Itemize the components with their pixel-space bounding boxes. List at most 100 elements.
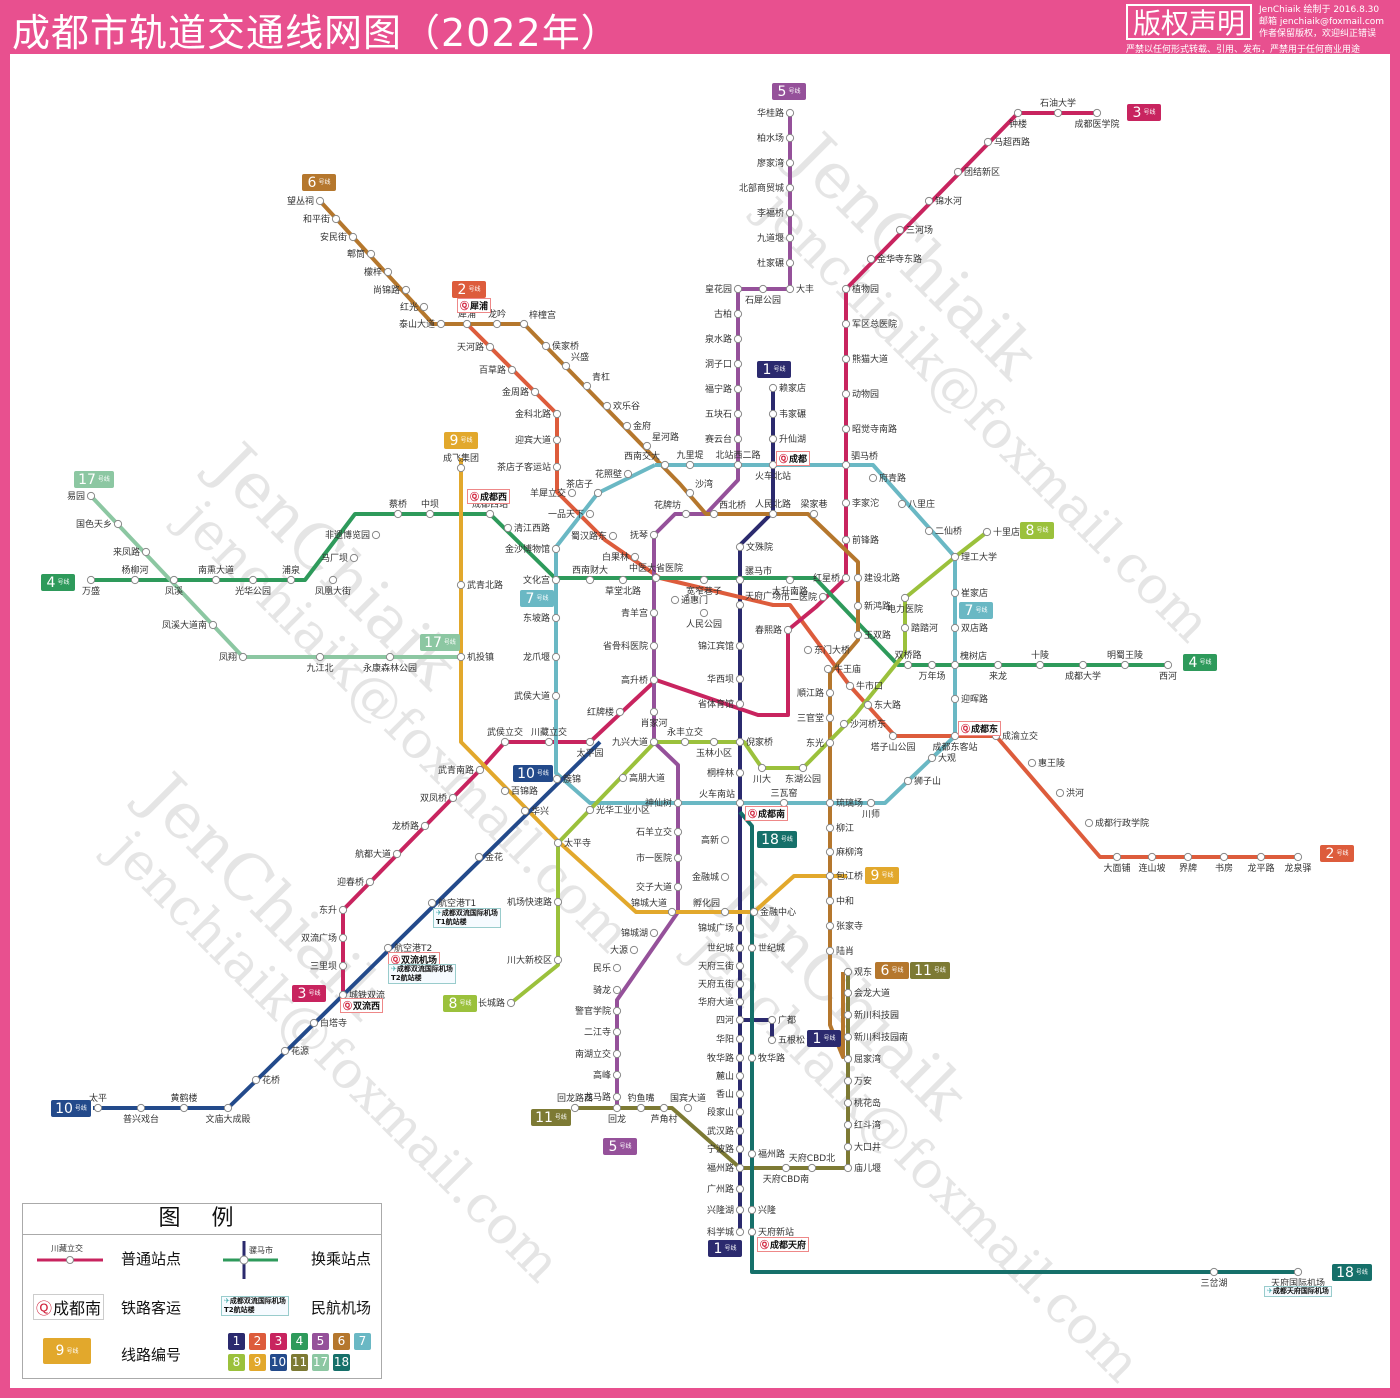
station-marker[interactable] [825, 738, 835, 748]
station-marker[interactable] [475, 765, 485, 775]
station-marker[interactable] [735, 737, 745, 747]
station-marker[interactable] [612, 985, 622, 995]
station-marker[interactable] [768, 383, 778, 393]
station-marker[interactable] [747, 943, 757, 953]
station-marker[interactable] [541, 341, 551, 351]
station-marker[interactable] [866, 254, 876, 264]
station-marker[interactable] [720, 872, 730, 882]
station-marker[interactable] [818, 592, 828, 602]
station-marker[interactable] [735, 1163, 745, 1173]
station-marker[interactable] [280, 1046, 290, 1056]
station-marker[interactable] [629, 945, 639, 955]
station-marker[interactable] [1293, 852, 1303, 862]
station-marker[interactable] [385, 652, 395, 662]
station-marker[interactable] [785, 575, 795, 585]
station-marker[interactable] [248, 575, 258, 585]
station-marker[interactable] [649, 707, 659, 717]
station-marker[interactable] [612, 1006, 622, 1016]
station-marker[interactable] [1053, 108, 1063, 118]
station-marker[interactable] [553, 838, 563, 848]
station-marker[interactable] [735, 1107, 745, 1117]
station-marker[interactable] [733, 460, 743, 470]
station-marker[interactable] [843, 988, 853, 998]
station-marker[interactable] [651, 573, 661, 583]
station-marker[interactable] [747, 1205, 757, 1215]
station-marker[interactable] [1084, 818, 1094, 828]
station-marker[interactable] [1055, 788, 1065, 798]
station-marker[interactable] [649, 641, 659, 651]
station-marker[interactable] [841, 424, 851, 434]
station-marker[interactable] [781, 1163, 791, 1173]
station-marker[interactable] [315, 652, 325, 662]
station-marker[interactable] [636, 1103, 646, 1113]
station-marker[interactable] [485, 342, 495, 352]
station-marker[interactable] [897, 499, 907, 509]
station-marker[interactable] [735, 1184, 745, 1194]
station-marker[interactable] [113, 519, 123, 529]
station-marker[interactable] [507, 365, 517, 375]
station-marker[interactable] [328, 575, 338, 585]
station-marker[interactable] [366, 249, 376, 259]
station-marker[interactable] [1293, 1267, 1303, 1277]
station-marker[interactable] [768, 509, 778, 519]
station-marker[interactable] [841, 498, 851, 508]
station-marker[interactable] [809, 509, 819, 519]
station-marker[interactable] [642, 441, 652, 451]
station-marker[interactable] [735, 943, 745, 953]
station-marker[interactable] [551, 575, 561, 585]
station-marker[interactable] [622, 421, 632, 431]
station-marker[interactable] [169, 575, 179, 585]
station-marker[interactable] [924, 196, 934, 206]
station-marker[interactable] [825, 823, 835, 833]
station-marker[interactable] [544, 737, 554, 747]
station-marker[interactable] [733, 309, 743, 319]
station-marker[interactable] [803, 645, 813, 655]
station-marker[interactable] [900, 593, 910, 603]
station-marker[interactable] [436, 319, 446, 329]
station-marker[interactable] [315, 196, 325, 206]
station-marker[interactable] [982, 527, 992, 537]
station-marker[interactable] [419, 302, 429, 312]
station-marker[interactable] [223, 1103, 233, 1113]
station-marker[interactable] [785, 108, 795, 118]
station-marker[interactable] [530, 387, 540, 397]
station-marker[interactable] [615, 707, 625, 717]
station-marker[interactable] [735, 1227, 745, 1237]
station-marker[interactable] [950, 588, 960, 598]
station-marker[interactable] [612, 963, 622, 973]
station-marker[interactable] [551, 691, 561, 701]
station-marker[interactable] [623, 469, 633, 479]
station-marker[interactable] [338, 905, 348, 915]
station-marker[interactable] [130, 575, 140, 585]
station-marker[interactable] [735, 699, 745, 709]
station-marker[interactable] [798, 763, 808, 773]
station-marker[interactable] [552, 409, 562, 419]
station-marker[interactable] [685, 488, 695, 498]
station-marker[interactable] [823, 664, 833, 674]
station-marker[interactable] [567, 488, 577, 498]
station-marker[interactable] [843, 1163, 853, 1173]
station-marker[interactable] [853, 601, 863, 611]
station-marker[interactable] [420, 821, 430, 831]
station-marker[interactable] [136, 1103, 146, 1113]
station-marker[interactable] [393, 509, 403, 519]
station-marker[interactable] [950, 731, 960, 741]
station-marker[interactable] [561, 361, 571, 371]
station-marker[interactable] [709, 509, 719, 519]
station-marker[interactable] [492, 319, 502, 329]
station-marker[interactable] [785, 284, 795, 294]
station-marker[interactable] [843, 1076, 853, 1086]
station-marker[interactable] [383, 943, 393, 953]
station-marker[interactable] [747, 1053, 757, 1063]
station-marker[interactable] [371, 530, 381, 540]
station-marker[interactable] [735, 1205, 745, 1215]
station-marker[interactable] [735, 600, 745, 610]
station-marker[interactable] [485, 509, 495, 519]
station-marker[interactable] [758, 284, 768, 294]
station-marker[interactable] [845, 681, 855, 691]
station-marker[interactable] [825, 871, 835, 881]
station-marker[interactable] [612, 1070, 622, 1080]
station-marker[interactable] [474, 852, 484, 862]
station-marker[interactable] [1163, 660, 1173, 670]
station-marker[interactable] [841, 535, 851, 545]
